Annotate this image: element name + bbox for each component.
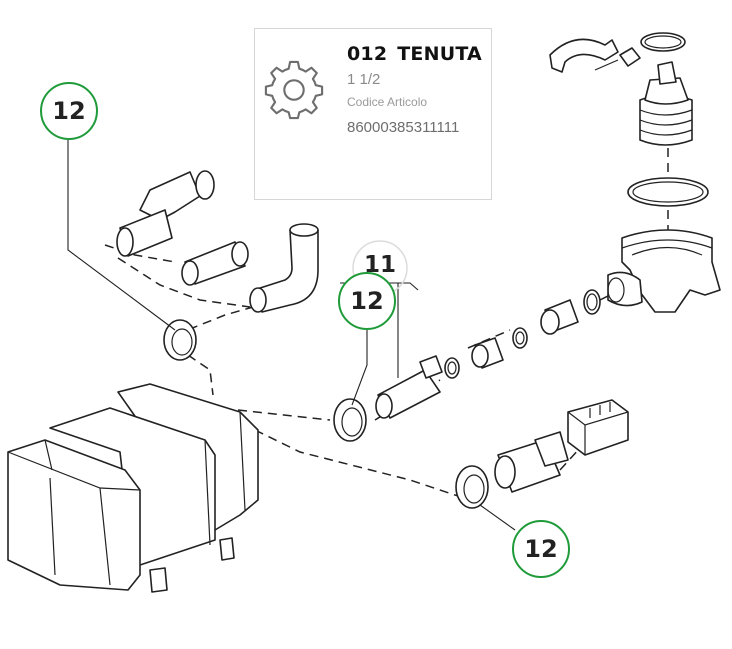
elbow-90-fitting bbox=[249, 223, 319, 313]
article-code-label: Codice Articolo bbox=[347, 95, 428, 109]
article-code-value: 86000385311111 bbox=[347, 119, 460, 136]
valve-housing bbox=[607, 229, 721, 313]
holding-tank bbox=[7, 383, 259, 593]
seal-ring-middle bbox=[333, 398, 367, 442]
o-ring-upper bbox=[627, 177, 709, 207]
part-name: TENUTA bbox=[397, 43, 482, 65]
seal-ring-left bbox=[163, 319, 197, 361]
straight-coupling bbox=[181, 241, 249, 286]
callout-badge-12-top-left: 12 bbox=[40, 82, 98, 140]
callout-badge-12-middle: 12 bbox=[338, 272, 396, 330]
part-size: 1 1/2 bbox=[347, 71, 381, 88]
outlet-fitting bbox=[494, 431, 569, 493]
part-title: 012 TENUTA bbox=[347, 43, 482, 65]
part-code-number: 012 bbox=[347, 43, 388, 65]
elbow-fitting-upper bbox=[116, 170, 215, 257]
fitting-chain bbox=[444, 289, 601, 379]
callout-label-11: 11 bbox=[364, 252, 397, 278]
seal-ring-bottom bbox=[455, 465, 489, 509]
callout-leaders bbox=[67, 140, 516, 531]
callout-badge-12-bottom-right: 12 bbox=[512, 520, 570, 578]
gear-icon bbox=[264, 60, 324, 120]
pipe-part-11 bbox=[375, 355, 443, 419]
threaded-cap bbox=[639, 61, 693, 146]
electrical-connector bbox=[567, 399, 629, 456]
clamp-ring bbox=[549, 32, 686, 73]
part-info-card: 012 TENUTA 1 1/2 Codice Articolo 86000385… bbox=[254, 28, 492, 200]
